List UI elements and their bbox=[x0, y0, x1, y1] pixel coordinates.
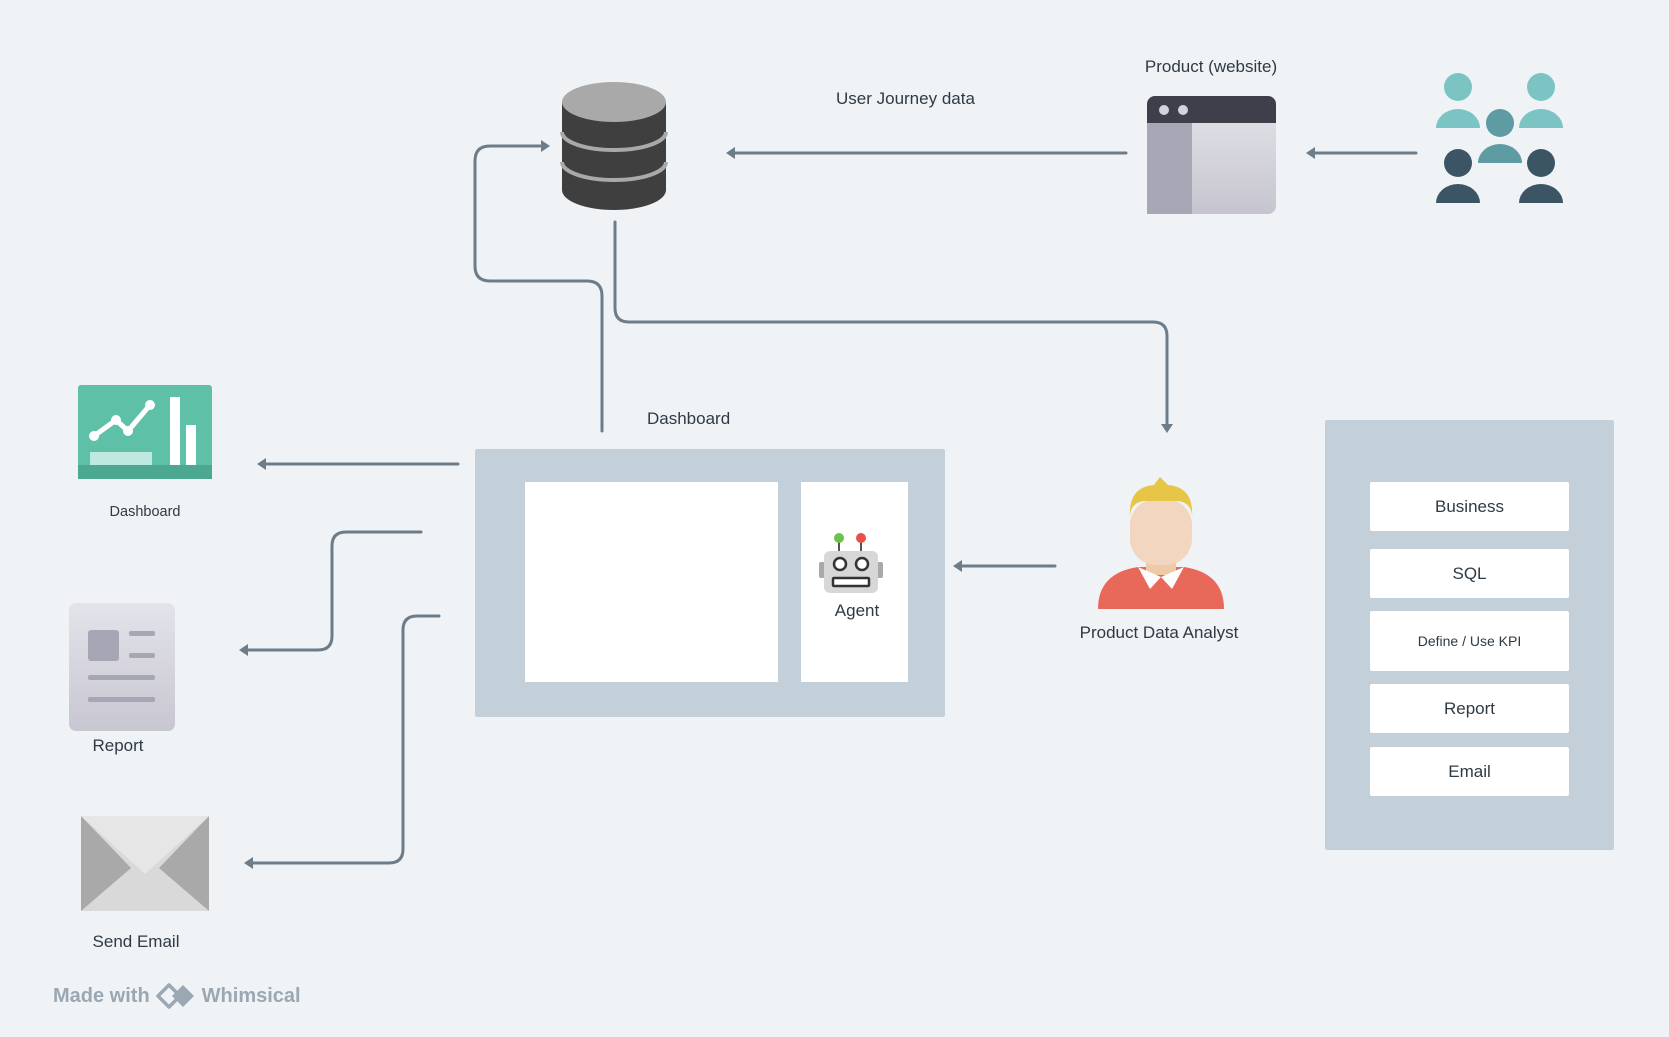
report-document-icon bbox=[69, 603, 175, 731]
product-website-label: Product (website) bbox=[1144, 57, 1278, 76]
skill-business: Business bbox=[1370, 482, 1569, 531]
arrowhead-dashboard-frame bbox=[953, 560, 962, 572]
whimsical-logo-icon bbox=[155, 983, 194, 1009]
users-group-icon bbox=[1436, 73, 1563, 203]
report-label: Report bbox=[92, 736, 144, 755]
send-email-label: Send Email bbox=[92, 932, 180, 951]
agent-label: Agent bbox=[834, 601, 880, 620]
agent-panel: Agent bbox=[801, 482, 908, 682]
skill-report: Report bbox=[1370, 684, 1569, 733]
skills-frame: Business SQL Define / Use KPI Report Ema… bbox=[1325, 420, 1614, 850]
analyst-label: Product Data Analyst bbox=[1079, 623, 1239, 642]
arrowhead-report bbox=[239, 644, 248, 656]
robot-icon bbox=[819, 533, 883, 593]
arrow-database-to-analyst bbox=[613, 220, 1169, 426]
arrowhead-database-loop bbox=[541, 140, 550, 152]
dashboard-chart-icon bbox=[78, 385, 212, 479]
arrowhead-dashboard-icon bbox=[257, 458, 266, 470]
skill-define-use-kpi: Define / Use KPI bbox=[1370, 611, 1569, 671]
dashboard-icon-label: Dashboard bbox=[109, 504, 181, 520]
dashboard-frame-label: Dashboard bbox=[647, 409, 731, 428]
arrowhead-website bbox=[1306, 147, 1315, 159]
made-with-text: Made with bbox=[53, 984, 150, 1007]
dashboard-content-panel bbox=[525, 482, 778, 682]
arrowhead-email bbox=[244, 857, 253, 869]
skill-email: Email bbox=[1370, 747, 1569, 796]
whimsical-brand-text: Whimsical bbox=[201, 984, 301, 1007]
database-icon bbox=[560, 82, 668, 210]
email-envelope-icon bbox=[81, 816, 209, 911]
arrow-to-email bbox=[249, 614, 441, 865]
arrowhead-analyst bbox=[1161, 424, 1173, 433]
skill-sql: SQL bbox=[1370, 549, 1569, 598]
analyst-person-icon bbox=[1098, 477, 1224, 609]
browser-window-icon bbox=[1147, 96, 1276, 214]
dashboard-frame: Agent bbox=[475, 449, 945, 717]
arrow-to-report bbox=[244, 530, 423, 652]
made-with-whimsical[interactable]: Made with Whimsical bbox=[53, 983, 301, 1009]
user-journey-label: User Journey data bbox=[836, 89, 975, 108]
arrowhead-database-left bbox=[726, 147, 735, 159]
arrow-dashboard-to-database bbox=[473, 144, 604, 433]
